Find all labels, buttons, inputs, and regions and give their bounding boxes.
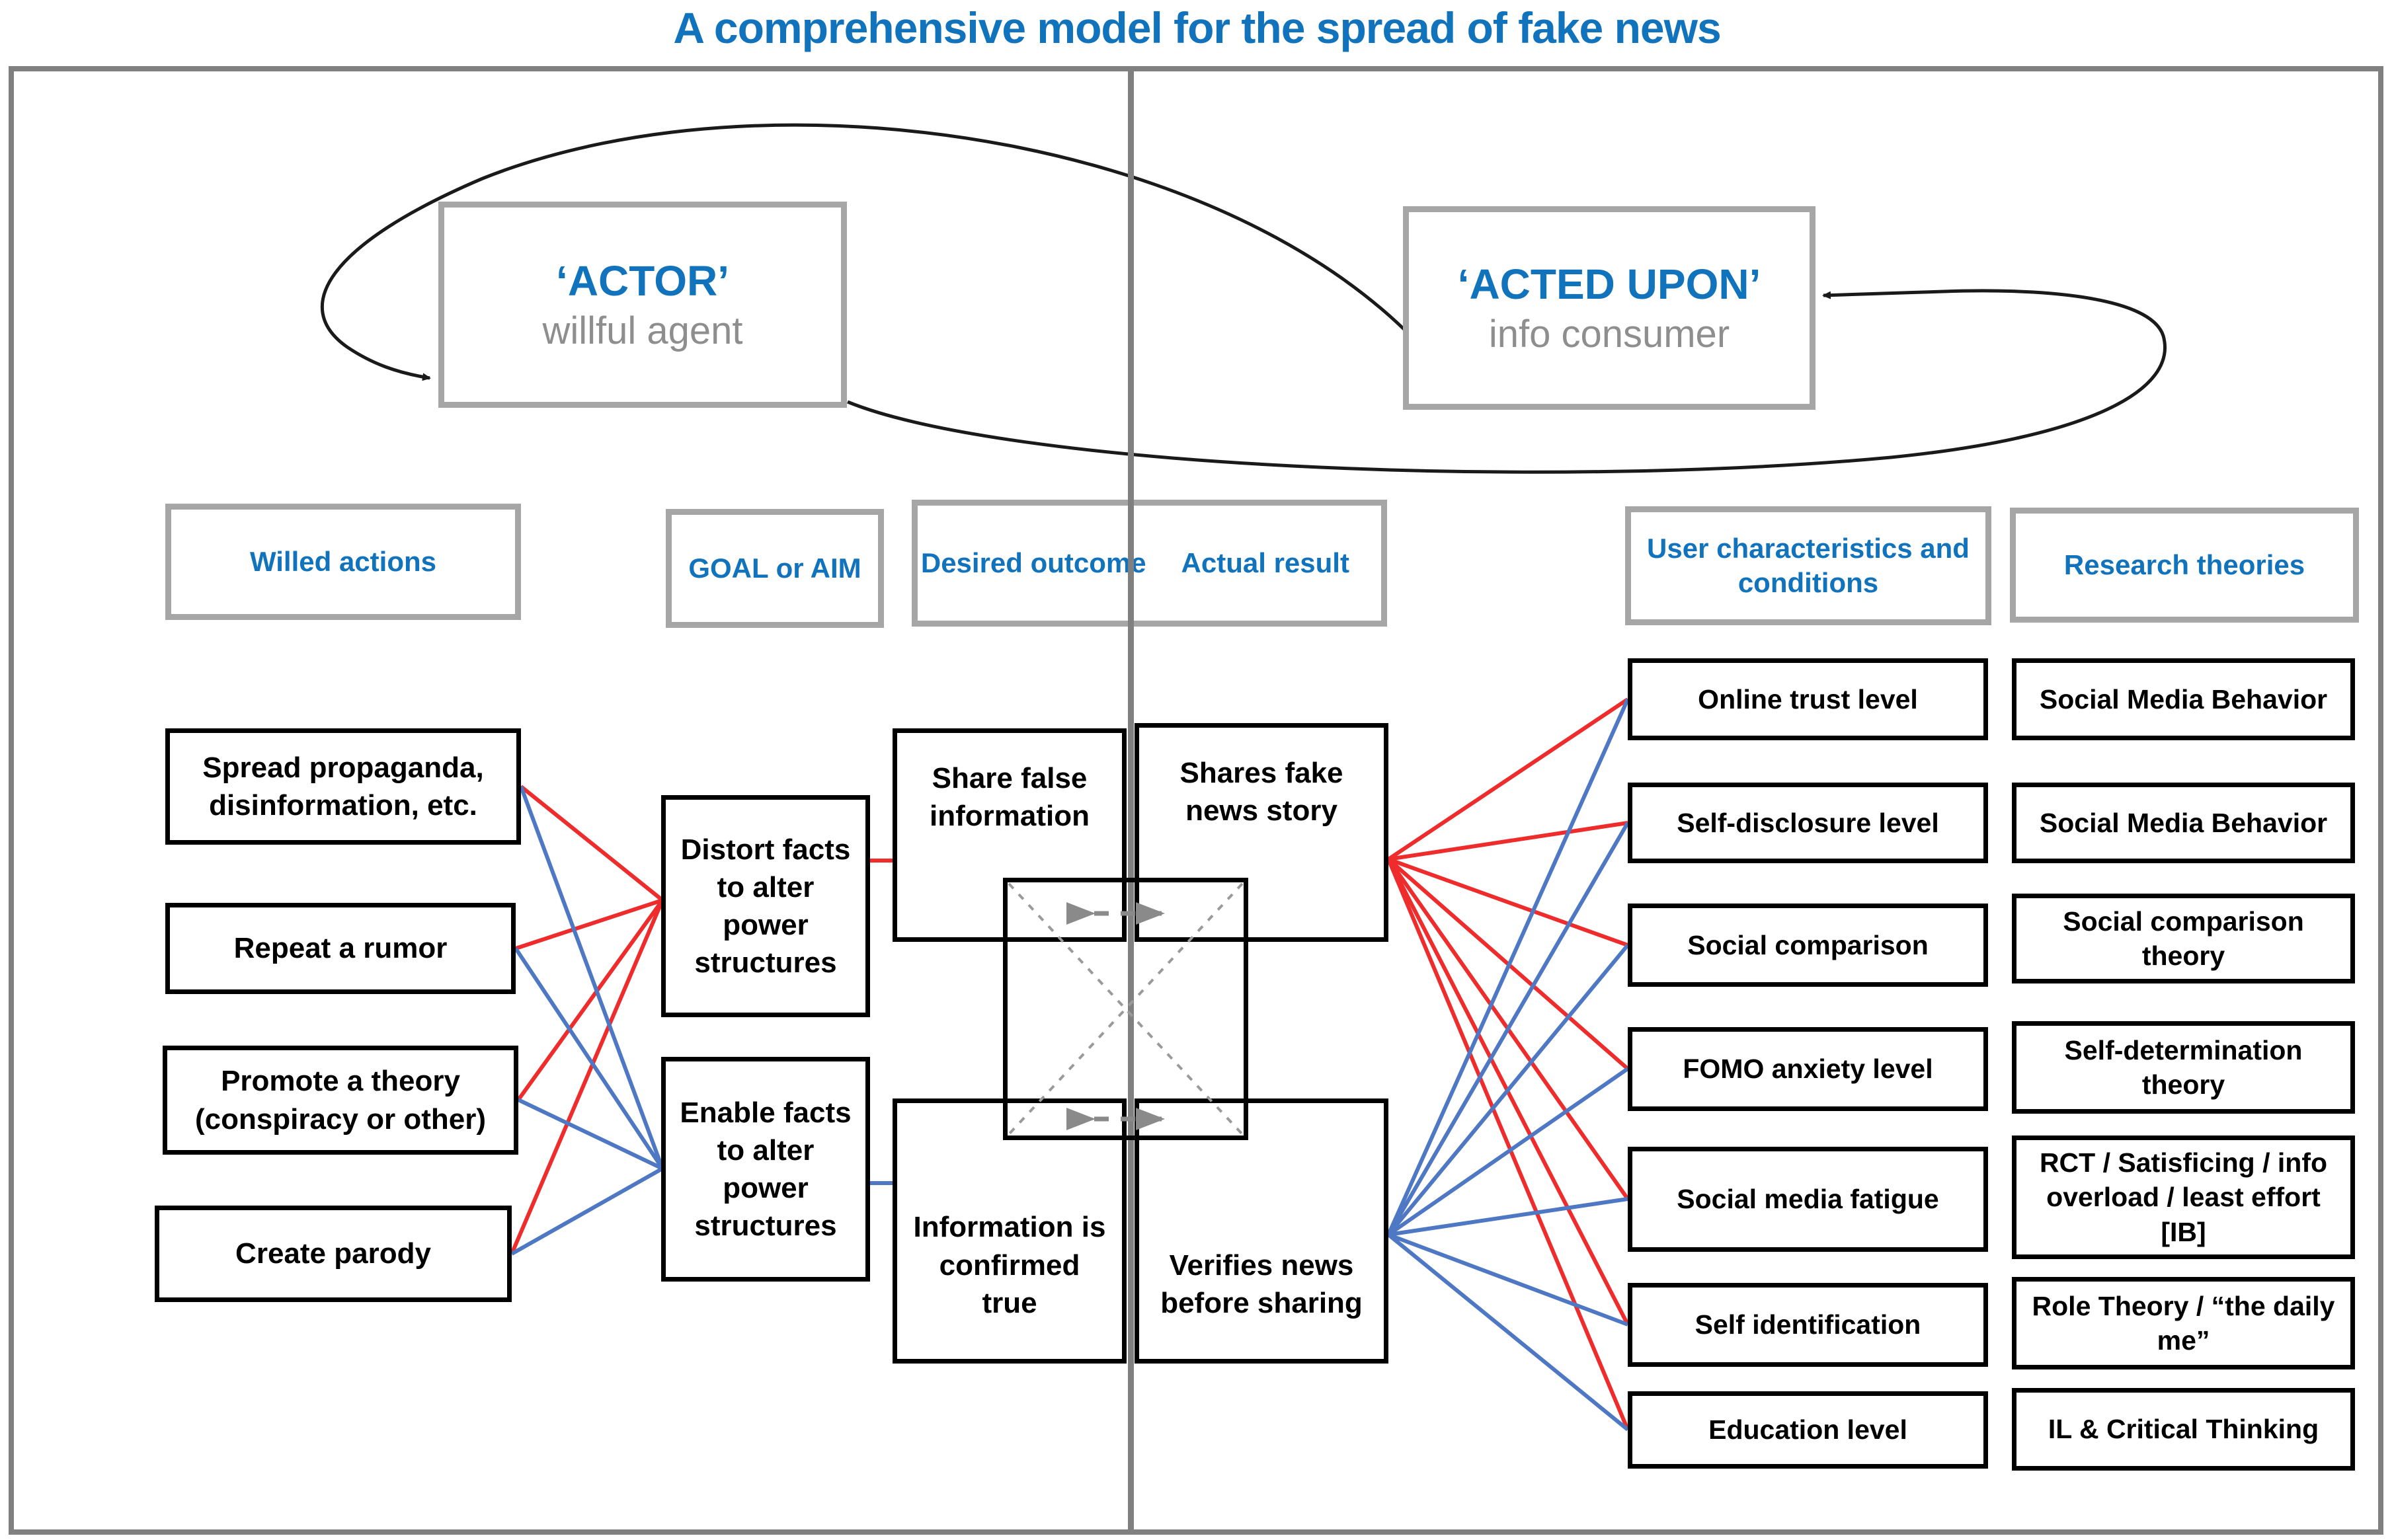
theory-self-determination: Self-determination theory bbox=[2012, 1021, 2355, 1114]
acted-upon-subtitle: info consumer bbox=[1488, 312, 1730, 356]
willed-action-spread-propaganda: Spread propaganda, disinformation, etc. bbox=[165, 728, 521, 845]
characteristic-fomo-anxiety: FOMO anxiety level bbox=[1628, 1027, 1988, 1111]
crossover-square bbox=[1003, 878, 1248, 1140]
diagram-title: A comprehensive model for the spread of … bbox=[673, 3, 1721, 52]
characteristic-online-trust: Online trust level bbox=[1628, 658, 1988, 740]
outcome-info-confirmed-true: Information is confirmed true bbox=[893, 1098, 1127, 1364]
result-shares-fake-news: Shares fake news story bbox=[1135, 723, 1388, 942]
goal-distort-facts: Distort facts to alter power structures bbox=[661, 795, 870, 1017]
header-research-theories: Research theories bbox=[2010, 508, 2359, 623]
header-willed-actions: Willed actions bbox=[165, 504, 521, 620]
theory-social-comparison: Social comparison theory bbox=[2012, 894, 2355, 983]
characteristic-social-comparison: Social comparison bbox=[1628, 904, 1988, 987]
characteristic-self-disclosure: Self-disclosure level bbox=[1628, 783, 1988, 863]
theory-social-media-behavior-2: Social Media Behavior bbox=[2012, 783, 2355, 863]
willed-action-promote-theory: Promote a theory (conspiracy or other) bbox=[163, 1046, 518, 1155]
actor-title: ‘ACTOR’ bbox=[556, 256, 729, 305]
characteristic-education-level: Education level bbox=[1628, 1391, 1988, 1469]
actor-subtitle: willful agent bbox=[542, 309, 743, 352]
acted-upon-title: ‘ACTED UPON’ bbox=[1457, 260, 1761, 308]
acted-upon-box: ‘ACTED UPON’ info consumer bbox=[1403, 206, 1815, 410]
theory-rct-satisficing: RCT / Satisficing / info overload / leas… bbox=[2012, 1136, 2355, 1259]
header-actual-result: Actual result bbox=[1181, 547, 1349, 578]
result-verifies-news: Verifies news before sharing bbox=[1135, 1098, 1388, 1364]
characteristic-social-media-fatigue: Social media fatigue bbox=[1628, 1147, 1988, 1252]
willed-action-create-parody: Create parody bbox=[155, 1206, 512, 1302]
theory-social-media-behavior-1: Social Media Behavior bbox=[2012, 658, 2355, 740]
header-user-characteristics: User characteristics and conditions bbox=[1625, 506, 1991, 625]
willed-action-repeat-rumor: Repeat a rumor bbox=[165, 903, 516, 994]
outer-frame bbox=[9, 66, 2383, 1535]
goal-enable-facts: Enable facts to alter power structures bbox=[661, 1057, 870, 1282]
theory-role-theory: Role Theory / “the daily me” bbox=[2012, 1277, 2355, 1369]
characteristic-self-identification: Self identification bbox=[1628, 1283, 1988, 1367]
header-outcome-result: Desired outcome Actual result bbox=[912, 500, 1387, 627]
theory-il-critical-thinking: IL & Critical Thinking bbox=[2012, 1388, 2355, 1471]
center-divider-line bbox=[1128, 66, 1134, 1535]
actor-box: ‘ACTOR’ willful agent bbox=[438, 202, 847, 408]
header-desired-outcome: Desired outcome bbox=[920, 547, 1146, 578]
header-goal-or-aim: GOAL or AIM bbox=[666, 509, 884, 628]
